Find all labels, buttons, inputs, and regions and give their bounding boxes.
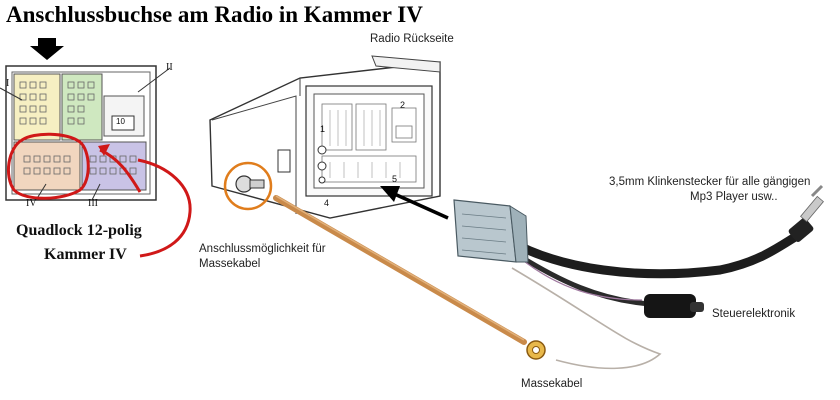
radio-pin-number-5: 5 xyxy=(392,174,398,184)
quadlock-caption-line1: Quadlock 12-polig xyxy=(16,222,142,239)
chamber-label-II: II xyxy=(166,62,173,73)
label-ground-option-line1: Anschlussmöglichkeit für xyxy=(199,243,326,255)
quadlock-connector xyxy=(0,38,192,258)
red-loop xyxy=(137,158,192,258)
pin-number-10: 10 xyxy=(116,117,125,126)
label-control-electronics: Steuerelektronik xyxy=(712,308,796,320)
chamber-label-IV: IV xyxy=(26,198,37,209)
down-arrow-icon xyxy=(30,38,64,60)
radio-pin-number-2: 2 xyxy=(400,100,406,110)
chamber-label-I: I xyxy=(6,78,10,89)
highlight-circle xyxy=(6,132,90,200)
chamber-label-III: III xyxy=(88,198,98,209)
label-radio-back: Radio Rückseite xyxy=(370,33,454,45)
jack-plug xyxy=(788,184,824,242)
adapter-cable xyxy=(453,184,824,370)
quadlock-caption-line2: Kammer IV xyxy=(44,246,127,263)
label-ground-cable: Massekabel xyxy=(521,378,583,390)
label-jack-plug-line2: Mp3 Player usw.. xyxy=(690,191,778,203)
radio-pin-number-1: 1 xyxy=(320,124,326,134)
page-title: Anschlussbuchse am Radio in Kammer IV xyxy=(6,2,423,27)
chamber-2 xyxy=(61,73,103,141)
control-electronics-box xyxy=(644,294,704,318)
chamber-3 xyxy=(81,141,147,191)
label-jack-plug-line1: 3,5mm Klinkenstecker für alle gängigen xyxy=(609,176,811,188)
label-ground-option-line2: Massekabel xyxy=(199,258,261,270)
chamber-4 xyxy=(13,141,81,191)
screw-icon xyxy=(235,175,265,193)
pointer-arrow-icon xyxy=(380,186,449,220)
chamber-1 xyxy=(13,73,61,141)
switch xyxy=(277,149,291,173)
quadlock-plug xyxy=(453,199,529,263)
radio-back xyxy=(209,55,441,219)
ground-point-highlight xyxy=(223,161,273,211)
radio-pin-number-4: 4 xyxy=(324,198,330,208)
ground-cable xyxy=(273,195,546,360)
